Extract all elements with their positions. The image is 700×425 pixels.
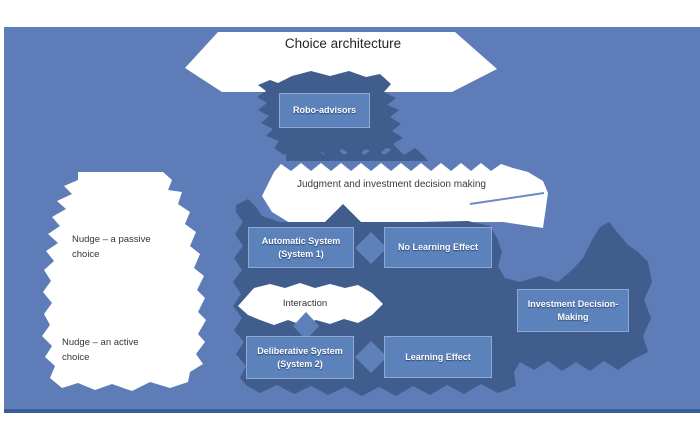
diamond-connector-bottom [355, 341, 387, 373]
node-deliberative-system: Deliberative System (System 2) [246, 336, 354, 379]
node-investment-decision-making: Investment Decision-Making [517, 289, 629, 332]
nudge-passive-label: Nudge – a passive choice [72, 234, 151, 260]
node-investment-decision-making-label: Investment Decision-Making [527, 299, 619, 322]
node-automatic-system: Automatic System (System 1) [248, 227, 354, 268]
diamond-connector-top [355, 232, 387, 264]
node-automatic-system-label: Automatic System (System 1) [261, 236, 341, 259]
choice-architecture-banner-shape [185, 32, 497, 92]
nudge-active-label: Nudge – an active choice [62, 337, 139, 363]
connector-scallop-row-shape [286, 147, 428, 161]
ribbon-fold-line [469, 192, 545, 205]
interaction-diamond-shape [293, 312, 319, 340]
nudge-blob-shape [42, 172, 206, 391]
node-robo-advisors: Robo-advisors [279, 93, 370, 128]
node-learning-effect-label: Learning Effect [405, 351, 471, 362]
node-learning-effect: Learning Effect [384, 336, 492, 378]
judgment-label: Judgment and investment decision making [297, 179, 486, 190]
node-no-learning-effect-label: No Learning Effect [397, 242, 478, 253]
judgment-ribbon-shape [262, 163, 548, 228]
node-robo-advisors-label: Robo-advisors [292, 105, 356, 116]
diagram-title: Choice architecture [284, 36, 402, 51]
interaction-label: Interaction [282, 298, 328, 309]
node-no-learning-effect: No Learning Effect [384, 227, 492, 268]
interaction-banner-shape [238, 283, 383, 325]
node-deliberative-system-label: Deliberative System (System 2) [257, 346, 343, 369]
